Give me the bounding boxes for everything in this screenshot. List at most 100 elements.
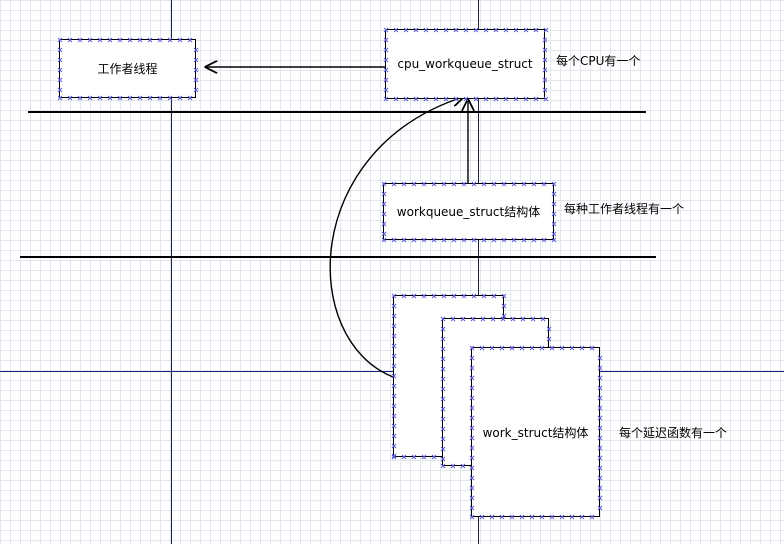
border-handle-mark [443,27,449,33]
border-handle-mark [77,37,83,43]
border-handle-mark [469,365,475,371]
border-handle-mark [440,416,446,422]
border-handle-mark [391,181,397,187]
border-handle-mark [381,231,387,237]
border-handle-mark [469,415,475,421]
border-handle-mark [391,393,397,399]
border-handle-mark [469,385,475,391]
border-handle-mark [469,345,475,351]
border-handle-mark [383,87,389,93]
node-worker-thread[interactable]: 工作者线程 [57,37,199,101]
border-handle-mark [391,383,397,389]
border-handle-mark [157,37,163,43]
vertical-guide-left [171,0,172,544]
border-handle-mark [57,67,63,73]
border-handle-mark [391,433,397,439]
border-handle-mark [469,405,475,411]
border-handle-mark [391,373,397,379]
border-handle-mark [453,27,459,33]
border-handle-mark [401,181,407,187]
border-handle-mark [421,181,427,187]
border-handle-mark [391,443,397,449]
border-handle-mark [381,221,387,227]
border-handle-mark [137,37,143,43]
border-handle-mark [391,313,397,319]
border-handle-mark [541,181,547,187]
border-handle-mark [479,345,485,351]
arc-work-to-cpu [329,97,463,378]
border-handle-mark [391,363,397,369]
border-handle-mark [540,316,546,322]
border-handle-mark [413,27,419,33]
border-handle-mark [481,293,487,299]
border-handle-mark [469,425,475,431]
node-workqueue-struct-label: workqueue_struct结构体 [396,205,541,219]
border-handle-mark [391,423,397,429]
border-handle-mark [391,333,397,339]
border-handle-mark [469,435,475,441]
border-handle-mark [440,326,446,332]
border-handle-mark [490,316,496,322]
border-handle-mark [391,343,397,349]
border-handle-mark [177,37,183,43]
border-handle-mark [57,87,63,93]
node-workqueue-struct[interactable]: workqueue_struct结构体 [381,181,557,243]
border-handle-mark [391,413,397,419]
border-handle-mark [549,345,555,351]
border-handle-mark [383,57,389,63]
vertical-guide-right [478,0,479,544]
horizontal-guide [0,371,784,372]
border-handle-mark [569,345,575,351]
border-handle-mark [523,27,529,33]
node-cpu-workqueue-struct[interactable]: cpu_workqueue_struct [383,27,549,102]
border-handle-mark [411,293,417,299]
border-handle-mark [471,293,477,299]
border-handle-mark [421,293,427,299]
border-handle-mark [440,366,446,372]
border-handle-mark [391,353,397,359]
border-handle-mark [469,375,475,381]
border-handle-mark [57,37,63,43]
border-handle-mark [521,181,527,187]
border-handle-mark [97,37,103,43]
border-handle-mark [147,37,153,43]
border-handle-mark [393,27,399,33]
border-handle-mark [460,316,466,322]
border-handle-mark [403,27,409,33]
border-handle-mark [480,316,486,322]
border-handle-mark [440,336,446,342]
border-handle-mark [440,356,446,362]
node-worker-thread-label: 工作者线程 [97,62,158,76]
border-handle-mark [431,181,437,187]
border-handle-mark [383,47,389,53]
border-handle-mark [451,293,457,299]
border-handle-mark [483,27,489,33]
note-per-deferred-func: 每个延迟函数有一个 [619,426,728,440]
border-handle-mark [440,406,446,412]
border-handle-mark [383,37,389,43]
border-handle-mark [461,181,467,187]
border-handle-mark [411,181,417,187]
border-handle-mark [500,316,506,322]
node-work-struct-front[interactable]: work_struct结构体 [469,345,603,520]
separator-top [28,111,646,113]
border-handle-mark [469,495,475,501]
node-cpu-workqueue-struct-label: cpu_workqueue_struct [397,57,533,71]
border-handle-mark [463,27,469,33]
node-work-struct-label: work_struct结构体 [482,425,589,440]
border-handle-mark [450,316,456,322]
border-handle-mark [469,475,475,481]
border-handle-mark [167,37,173,43]
border-handle-mark [469,355,475,361]
border-handle-mark [493,27,499,33]
border-handle-mark [431,293,437,299]
border-handle-mark [440,346,446,352]
border-handle-mark [511,181,517,187]
border-handle-mark [433,27,439,33]
border-handle-mark [391,323,397,329]
border-handle-mark [469,485,475,491]
border-handle-mark [513,27,519,33]
border-handle-mark [501,181,507,187]
note-per-cpu: 每个CPU有一个 [556,54,641,68]
